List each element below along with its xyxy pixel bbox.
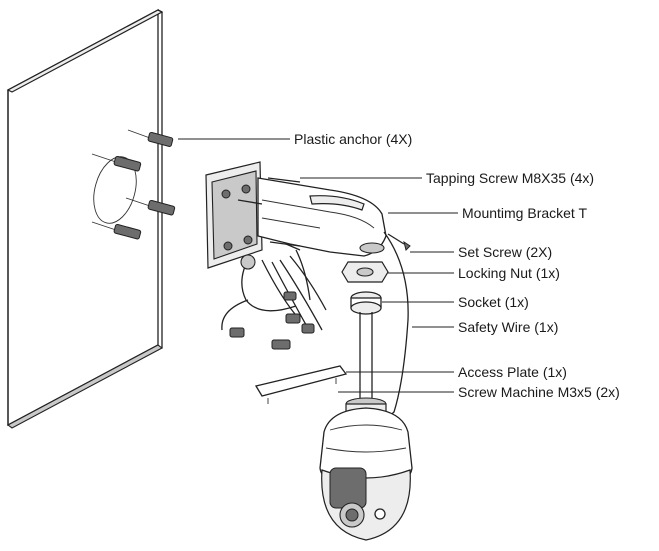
label-set-screw: Set Screw (2X) <box>458 244 552 260</box>
label-mounting-bracket: Mountimg Bracket T <box>462 205 587 221</box>
plastic-anchor-2 <box>91 153 142 172</box>
plastic-anchor-1 <box>127 129 174 147</box>
wall <box>6 8 164 429</box>
label-locking-nut: Locking Nut (1x) <box>458 265 560 281</box>
label-access-plate: Access Plate (1x) <box>458 364 567 380</box>
label-plastic-anchor: Plastic anchor (4X) <box>294 131 412 147</box>
access-plate <box>254 365 348 404</box>
socket <box>350 291 382 315</box>
leader-lines <box>178 138 458 393</box>
mounting-bracket <box>205 161 387 269</box>
plastic-anchor-4 <box>91 221 142 240</box>
label-socket: Socket (1x) <box>458 294 529 310</box>
label-safety-wire: Safety Wire (1x) <box>458 319 558 335</box>
label-screw-machine: Screw Machine M3x5 (2x) <box>458 384 620 400</box>
plastic-anchors <box>91 129 176 240</box>
cable-bundle <box>221 249 327 350</box>
dome-camera <box>319 397 413 541</box>
locking-nut <box>341 261 389 283</box>
label-tapping-screw: Tapping Screw M8X35 (4x) <box>426 170 594 186</box>
safety-wire <box>371 231 409 422</box>
plastic-anchor-3 <box>125 197 176 216</box>
pendant-pipe <box>359 312 373 400</box>
tapping-screws <box>237 177 301 251</box>
drill-pattern-circle <box>93 156 137 224</box>
callout-labels: Plastic anchor (4X) Tapping Screw M8X35 … <box>294 131 620 400</box>
set-screw <box>387 233 411 251</box>
